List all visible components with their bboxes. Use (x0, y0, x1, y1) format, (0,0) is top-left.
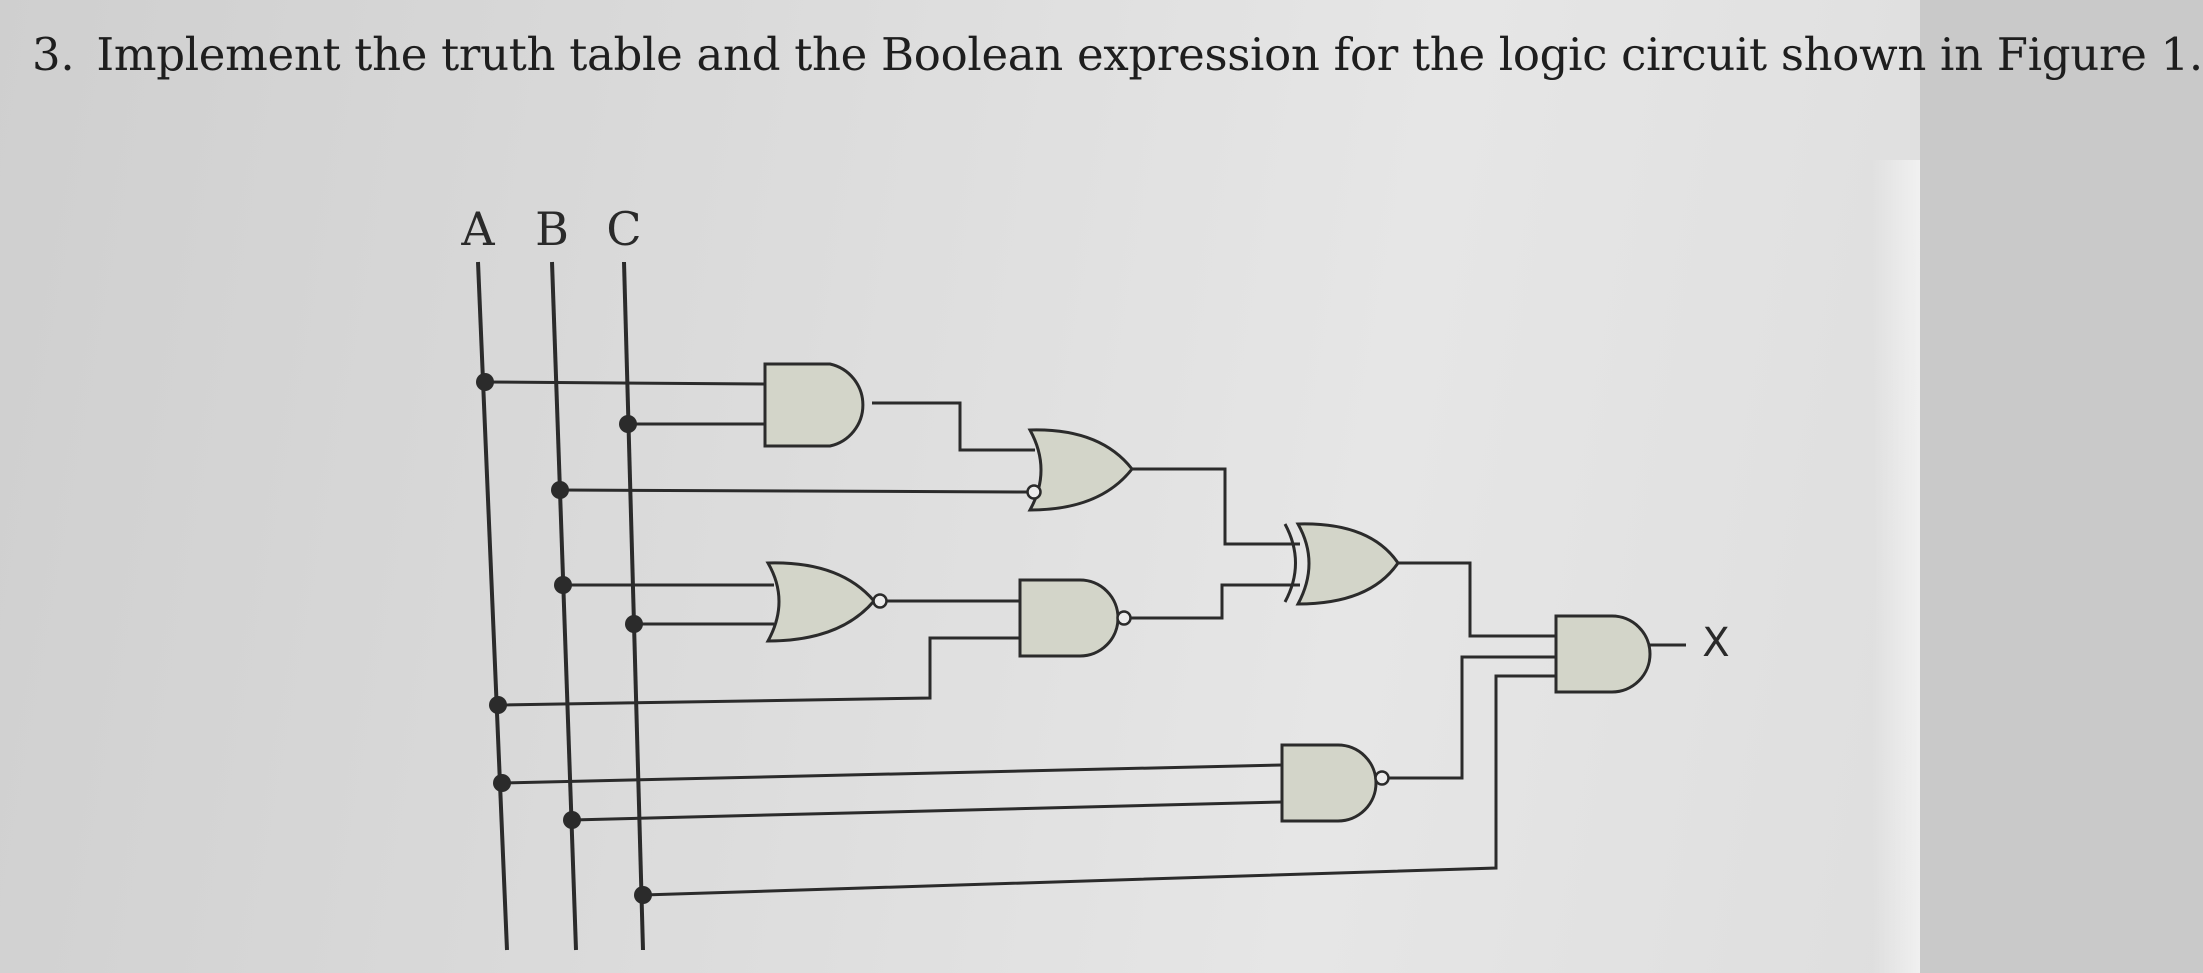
junction-dot (634, 886, 652, 904)
junction-dot (619, 415, 637, 433)
junction-dot (554, 576, 572, 594)
inverter-bubble (1374, 770, 1390, 786)
input-label-c: C (606, 202, 641, 256)
and-gate-final (1554, 614, 1652, 694)
input-line-b (550, 261, 578, 951)
output-label-x: X (1702, 620, 1729, 666)
junction-dot (625, 615, 643, 633)
page-edge-shade (1872, 160, 1920, 973)
question-number: 3. (32, 28, 75, 81)
logic-circuit-diagram: A B C (460, 202, 1730, 951)
input-label-a: A (460, 202, 495, 256)
nand-gate-middle (1018, 578, 1132, 658)
junction-dots (476, 373, 652, 904)
nand-gate-lower (1280, 743, 1390, 823)
or-gate-upper (1026, 428, 1134, 512)
inverter-bubble (1026, 484, 1042, 500)
junction-dot (493, 774, 511, 792)
inverter-bubble (1116, 610, 1132, 626)
question-text: Implement the truth table and the Boolea… (96, 28, 2203, 81)
and-gate-top (763, 362, 865, 448)
inverter-bubble (872, 593, 888, 609)
input-label-b: B (535, 202, 569, 256)
junction-dot (489, 696, 507, 714)
input-line-c (622, 261, 645, 951)
junction-dot (476, 373, 494, 391)
circuit-wires (484, 380, 1686, 897)
question-heading: 3. Implement the truth table and the Bool… (32, 28, 2203, 81)
junction-dot (563, 811, 581, 829)
input-line-a (476, 261, 509, 951)
nor-gate-middle (765, 561, 888, 643)
junction-dot (551, 481, 569, 499)
xor-gate (1283, 522, 1400, 606)
